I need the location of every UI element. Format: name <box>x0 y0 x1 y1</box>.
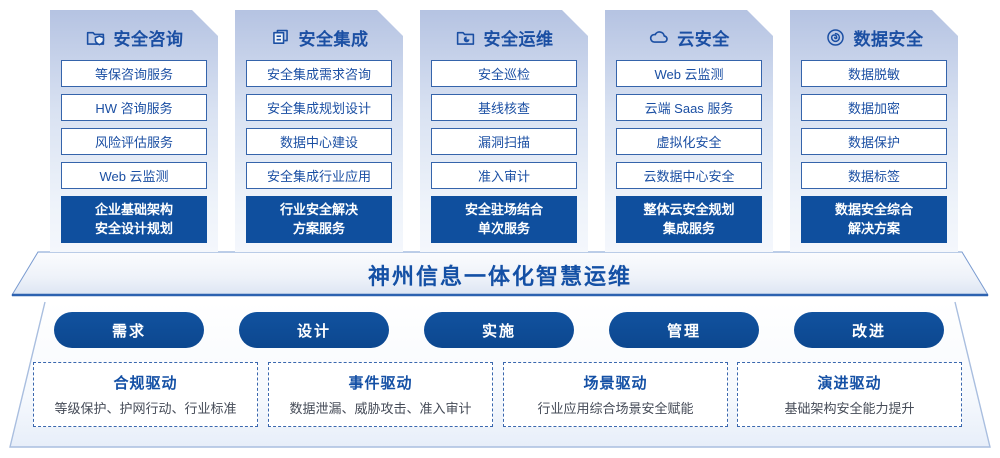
card-header: 安全运维 <box>420 22 588 52</box>
card-title: 安全运维 <box>483 29 554 49</box>
highlight-box: 安全驻场结合单次服务 <box>431 196 577 243</box>
service-item: 安全集成规划设计 <box>246 94 392 121</box>
card-title: 安全集成 <box>298 29 369 49</box>
driver-desc: 基础架构安全能力提升 <box>784 401 915 416</box>
highlight-box: 企业基础架构安全设计规划 <box>61 196 207 243</box>
service-item: 数据标签 <box>801 162 947 189</box>
card-item-list: 数据脱敏数据加密数据保护数据标签 <box>790 52 958 189</box>
service-card-1: 安全咨询等保咨询服务 HW 咨询服务风险评估服务 Web 云监测企业基础架构安全设计… <box>50 10 218 252</box>
service-item: 安全巡检 <box>431 60 577 87</box>
highlight-line: 企业基础架构 <box>94 202 173 218</box>
card-header: 安全集成 <box>235 22 403 52</box>
card-title: 云安全 <box>677 29 730 49</box>
cloud-icon <box>648 26 670 48</box>
service-item: 数据保护 <box>801 128 947 155</box>
service-item: 漏洞扫描 <box>431 128 577 155</box>
highlight-box: 整体云安全规划集成服务 <box>616 196 762 243</box>
service-item: 准入审计 <box>431 162 577 189</box>
driver-title: 合规驱动 <box>113 375 178 392</box>
service-item: HW 咨询服务 <box>61 94 207 121</box>
driver-box-2: 事件驱动数据泄漏、威胁攻击、准入审计 <box>268 362 493 427</box>
process-step-pill: 设计 <box>239 312 389 348</box>
service-item: 安全集成需求咨询 <box>246 60 392 87</box>
highlight-line: 单次服务 <box>477 220 530 236</box>
fingerprint-icon <box>825 26 847 48</box>
service-card-4: 云安全 Web 云监测云端 Saas 服务虚拟化安全云数据中心安全整体云安全规划集… <box>605 10 773 252</box>
folder-clock-icon <box>455 26 477 48</box>
banner-title: 神州信息一体化智慧运维 <box>367 264 632 289</box>
service-item: 云数据中心安全 <box>616 162 762 189</box>
service-item: 数据中心建设 <box>246 128 392 155</box>
service-card-5: 数据安全数据脱敏数据加密数据保护数据标签数据安全综合解决方案 <box>790 10 958 252</box>
driver-title: 场景驱动 <box>583 375 648 392</box>
process-step-pill: 改进 <box>794 312 944 348</box>
service-item: Web 云监测 <box>61 162 207 189</box>
driver-box-4: 演进驱动基础架构安全能力提升 <box>737 362 962 427</box>
service-card-3: 安全运维安全巡检基线核查漏洞扫描准入审计安全驻场结合单次服务 <box>420 10 588 252</box>
driver-desc: 等级保护、护网行动、行业标准 <box>54 401 237 416</box>
highlight-line: 安全设计规划 <box>94 220 173 236</box>
service-card-2: 安全集成安全集成需求咨询安全集成规划设计数据中心建设安全集成行业应用行业安全解决… <box>235 10 403 252</box>
process-step-pill: 实施 <box>424 312 574 348</box>
card-item-list: 等保咨询服务 HW 咨询服务风险评估服务 Web 云监测 <box>50 52 218 189</box>
service-item: 风险评估服务 <box>61 128 207 155</box>
highlight-line: 数据安全综合 <box>834 202 913 218</box>
service-item: 虚拟化安全 <box>616 128 762 155</box>
highlight-line: 整体云安全规划 <box>643 202 735 218</box>
process-step-pill: 管理 <box>609 312 759 348</box>
card-header: 安全咨询 <box>50 22 218 52</box>
driver-desc: 数据泄漏、威胁攻击、准入审计 <box>289 401 472 416</box>
highlight-box: 行业安全解决方案服务 <box>246 196 392 243</box>
card-item-list: Web 云监测云端 Saas 服务虚拟化安全云数据中心安全 <box>605 52 773 189</box>
service-item: 云端 Saas 服务 <box>616 94 762 121</box>
highlight-line: 方案服务 <box>292 220 345 236</box>
highlight-box: 数据安全综合解决方案 <box>801 196 947 243</box>
copy-docs-icon <box>270 26 292 48</box>
highlight-line: 安全驻场结合 <box>464 202 543 218</box>
highlight-line: 集成服务 <box>662 220 715 236</box>
process-step-pill: 需求 <box>54 312 204 348</box>
card-header: 数据安全 <box>790 22 958 52</box>
service-item: Web 云监测 <box>616 60 762 87</box>
card-title: 安全咨询 <box>113 29 184 49</box>
driver-title: 事件驱动 <box>348 375 413 392</box>
service-item: 等保咨询服务 <box>61 60 207 87</box>
driver-box-1: 合规驱动等级保护、护网行动、行业标准 <box>33 362 258 427</box>
folder-shield-icon <box>85 26 107 48</box>
driver-box-3: 场景驱动行业应用综合场景安全赋能 <box>503 362 728 427</box>
card-item-list: 安全巡检基线核查漏洞扫描准入审计 <box>420 52 588 189</box>
service-item: 基线核查 <box>431 94 577 121</box>
service-item: 数据脱敏 <box>801 60 947 87</box>
card-item-list: 安全集成需求咨询安全集成规划设计数据中心建设安全集成行业应用 <box>235 52 403 189</box>
card-header: 云安全 <box>605 22 773 52</box>
highlight-line: 解决方案 <box>847 220 900 236</box>
highlight-line: 行业安全解决 <box>279 202 358 218</box>
card-title: 数据安全 <box>853 29 924 49</box>
driver-desc: 行业应用综合场景安全赋能 <box>537 401 694 416</box>
service-item: 数据加密 <box>801 94 947 121</box>
service-item: 安全集成行业应用 <box>246 162 392 189</box>
driver-title: 演进驱动 <box>817 375 882 392</box>
